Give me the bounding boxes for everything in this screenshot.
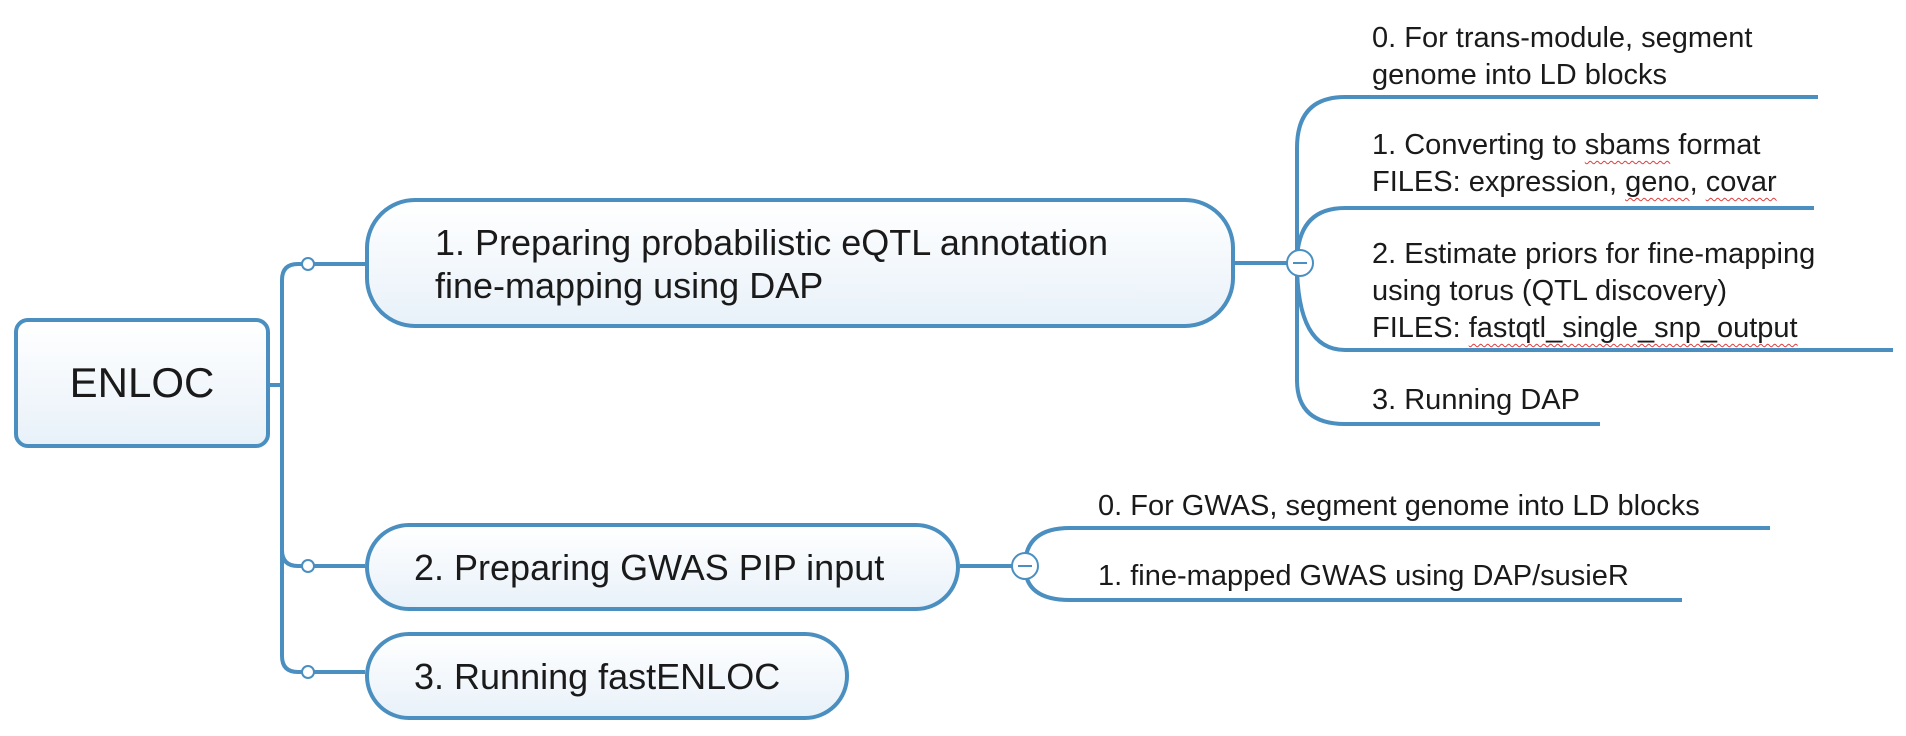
connector-circle-icon — [301, 257, 315, 271]
text: fastqtl_single_snp_output — [1468, 312, 1798, 344]
branch-label-line: 1. Preparing probabilistic eQTL annotati… — [435, 222, 1109, 263]
branch-label: 3. Running fastENLOC — [414, 655, 781, 697]
leaf-label-line: 0. For GWAS, segment genome into LD bloc… — [1098, 490, 1700, 522]
collapse-minus-icon[interactable] — [1011, 552, 1039, 580]
branch-label-line: fine-mapping using DAP — [435, 265, 824, 306]
text: format — [1670, 129, 1761, 161]
leaf-label-line: 0. For trans-module, segment — [1372, 22, 1753, 54]
branch-node-eqtl-annotation[interactable]: 1. Preparing probabilistic eQTL annotati… — [365, 198, 1235, 328]
branch-label: 1. Preparing probabilistic eQTL annotati… — [435, 221, 1108, 307]
text: FILES: expression, — [1372, 166, 1626, 198]
text: , — [1689, 166, 1706, 198]
branch-node-fastenloc[interactable]: 3. Running fastENLOC — [365, 632, 849, 720]
leaf-label-line: 1. Converting to sbams format — [1372, 127, 1777, 164]
leaf-node-estimate-priors[interactable]: 2. Estimate priors for fine-mapping usin… — [1372, 236, 1815, 347]
leaf-label-line: 3. Running DAP — [1372, 384, 1580, 416]
leaf-label-line: using torus (QTL discovery) — [1372, 275, 1728, 307]
connector-circle-icon — [301, 559, 315, 573]
leaf-node-gwas-segment[interactable]: 0. For GWAS, segment genome into LD bloc… — [1098, 488, 1700, 525]
leaf-label-line: FILES: expression, geno, covar — [1372, 164, 1777, 201]
leaf-node-segment-ld[interactable]: 0. For trans-module, segment genome into… — [1372, 20, 1752, 94]
connector-circle-icon — [301, 665, 315, 679]
text: covar — [1705, 166, 1777, 198]
leaf-label-line: 1. fine-mapped GWAS using DAP/susieR — [1098, 560, 1629, 592]
branch-node-gwas-pip[interactable]: 2. Preparing GWAS PIP input — [365, 523, 960, 611]
leaf-node-running-dap[interactable]: 3. Running DAP — [1372, 382, 1580, 419]
collapse-minus-icon[interactable] — [1286, 249, 1314, 277]
leaf-node-sbams-format[interactable]: 1. Converting to sbams format FILES: exp… — [1372, 127, 1777, 201]
leaf-label-line: genome into LD blocks — [1372, 59, 1667, 91]
text: geno — [1625, 166, 1690, 198]
leaf-node-fine-mapped-gwas[interactable]: 1. fine-mapped GWAS using DAP/susieR — [1098, 558, 1629, 595]
leaf-label-line: FILES: fastqtl_single_snp_output — [1372, 310, 1815, 347]
branch-label: 2. Preparing GWAS PIP input — [414, 546, 885, 588]
root-node[interactable]: ENLOC — [14, 318, 270, 448]
root-label: ENLOC — [69, 359, 215, 406]
text: sbams — [1584, 129, 1671, 161]
text: 1. Converting to — [1372, 129, 1585, 161]
leaf-label-line: 2. Estimate priors for fine-mapping — [1372, 238, 1816, 270]
text: FILES: — [1372, 312, 1469, 344]
